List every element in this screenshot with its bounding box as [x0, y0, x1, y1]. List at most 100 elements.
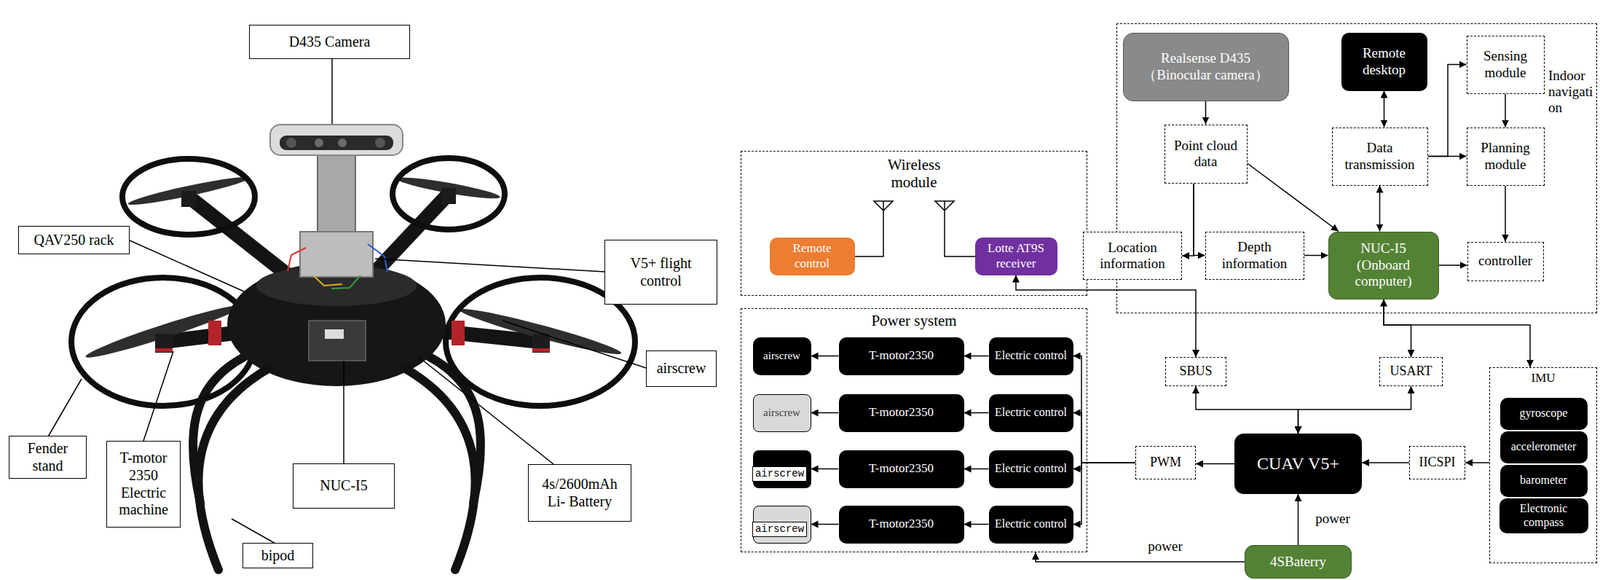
- box-label: IICSPI: [1418, 454, 1456, 470]
- box-label: Electric control: [994, 348, 1067, 363]
- box-label: controller: [1478, 252, 1533, 269]
- connector-arrow: [811, 355, 839, 357]
- wires: [287, 243, 388, 289]
- connector-arrow: [1439, 264, 1468, 266]
- motor: [155, 333, 173, 353]
- box-label: Remote desktop: [1345, 45, 1424, 78]
- camera-box: Realsense D435 （Binocular camera）: [1122, 32, 1290, 102]
- flight-controller-box: CUAV V5+: [1234, 433, 1362, 494]
- terminal-box: Remote desktop: [1341, 32, 1428, 92]
- box-label: T-motor2350: [868, 404, 934, 420]
- connector-arrow: [1379, 185, 1381, 232]
- process-box: Data transmission: [1331, 127, 1429, 186]
- box-label: D435 Camera: [289, 33, 371, 51]
- leader-line: [418, 356, 554, 464]
- module-group: Wireless moduleRemote control Lotte AT9S …: [740, 150, 1088, 296]
- connector-arrow: [964, 355, 989, 357]
- propeller: [458, 303, 624, 360]
- device-box: Remote control: [769, 237, 855, 276]
- callout-box: 4s/2600mAh Li- Battery: [527, 463, 632, 522]
- box-label: NUC-I5 (Onboard computer): [1334, 240, 1434, 290]
- connector-arrow: [964, 412, 989, 414]
- box-label: T-motor 2350 Electric machine: [112, 449, 175, 518]
- motor: [441, 187, 456, 204]
- callout-box: airscrew: [645, 350, 717, 387]
- callout-box: T-motor 2350 Electric machine: [106, 440, 181, 528]
- callout-box: D435 Camera: [249, 24, 411, 59]
- onboard-computer: [308, 320, 366, 361]
- leader-line: [375, 258, 606, 272]
- group-title: IMU: [1490, 370, 1597, 386]
- device-box: Lotte AT9S receiver: [975, 237, 1058, 276]
- guard: [122, 158, 255, 235]
- bus-box: USART: [1379, 356, 1443, 386]
- box-label: SBUS: [1179, 363, 1212, 379]
- propeller-box: airscrew: [753, 505, 812, 544]
- front-legs: [198, 367, 475, 570]
- antenna-wire: [854, 209, 884, 257]
- box-label: barometer: [1519, 473, 1568, 488]
- callout-box: QAV250 rack: [18, 225, 130, 255]
- motor-box: T-motor2350: [838, 505, 965, 544]
- connector-arrow: [1195, 385, 1299, 434]
- connector-arrow: [1205, 101, 1207, 125]
- box-label: airscrew: [763, 406, 801, 420]
- module-group: Power systemairscrewT-motor2350Electric …: [740, 308, 1088, 553]
- box-label: bipod: [261, 546, 295, 565]
- connector-arrow: [1383, 91, 1386, 128]
- connector-arrow: [1195, 463, 1235, 465]
- connector-arrow: [1361, 461, 1410, 464]
- camera-lens: [337, 138, 347, 148]
- connector-arrow: [1073, 462, 1137, 470]
- computer-badge: [324, 329, 344, 339]
- esc-box: Electric control: [988, 505, 1074, 544]
- esc-box: Electric control: [988, 393, 1074, 432]
- connector-arrow: [1465, 461, 1490, 464]
- box-label: airscrew: [763, 349, 801, 363]
- guard: [71, 277, 255, 406]
- module-group: Indoor navigation Realsense D435 （Binocul…: [1116, 23, 1598, 314]
- propeller-box: airscrew: [753, 450, 812, 488]
- group-title: Wireless module: [870, 155, 958, 191]
- bus-box: SBUS: [1165, 356, 1227, 386]
- leader-line: [47, 378, 82, 438]
- motor-box: T-motor2350: [838, 393, 965, 432]
- antenna-symbol: [873, 201, 893, 211]
- propeller: [126, 172, 250, 209]
- edge-label: power: [1146, 538, 1184, 555]
- connector-arrow: [1073, 412, 1137, 464]
- connector-arrow: [1181, 183, 1194, 257]
- box-label: Realsense D435 （Binocular camera）: [1128, 50, 1284, 84]
- connector-arrow: [1504, 93, 1507, 128]
- bus-box: IICSPI: [1409, 445, 1466, 480]
- antenna-symbol: [935, 201, 955, 211]
- drone-body: [227, 262, 446, 386]
- sensor-box: barometer: [1500, 464, 1588, 497]
- callout-box: V5+ flight control: [604, 239, 718, 305]
- leader-line: [502, 320, 646, 368]
- leader-lines: [47, 58, 646, 545]
- box-label: Planning module: [1472, 139, 1539, 173]
- connector-arrow: [1428, 155, 1467, 158]
- group-title: Indoor navigation: [1548, 67, 1594, 116]
- box-label: QAV250 rack: [33, 231, 114, 250]
- box-label: 4SBaterry: [1270, 553, 1327, 570]
- connector-arrow: [1504, 185, 1507, 242]
- propeller: [83, 300, 244, 363]
- camera-lens: [286, 137, 297, 148]
- box-label: Sensing module: [1472, 48, 1539, 81]
- battery-side: [451, 320, 465, 346]
- leader-line: [231, 518, 277, 545]
- wire: [313, 275, 343, 286]
- box-label: Depth information: [1211, 238, 1299, 272]
- box-label: PWM: [1149, 454, 1182, 470]
- data-box: Depth information: [1205, 231, 1305, 280]
- propeller-box: airscrew: [753, 393, 812, 432]
- process-box: Sensing module: [1466, 35, 1545, 94]
- box-label: Data transmission: [1337, 139, 1423, 173]
- leader-line: [331, 58, 333, 124]
- antennas: [854, 201, 976, 257]
- connector-arrow: [1383, 299, 1412, 358]
- camera-mount: [317, 154, 356, 242]
